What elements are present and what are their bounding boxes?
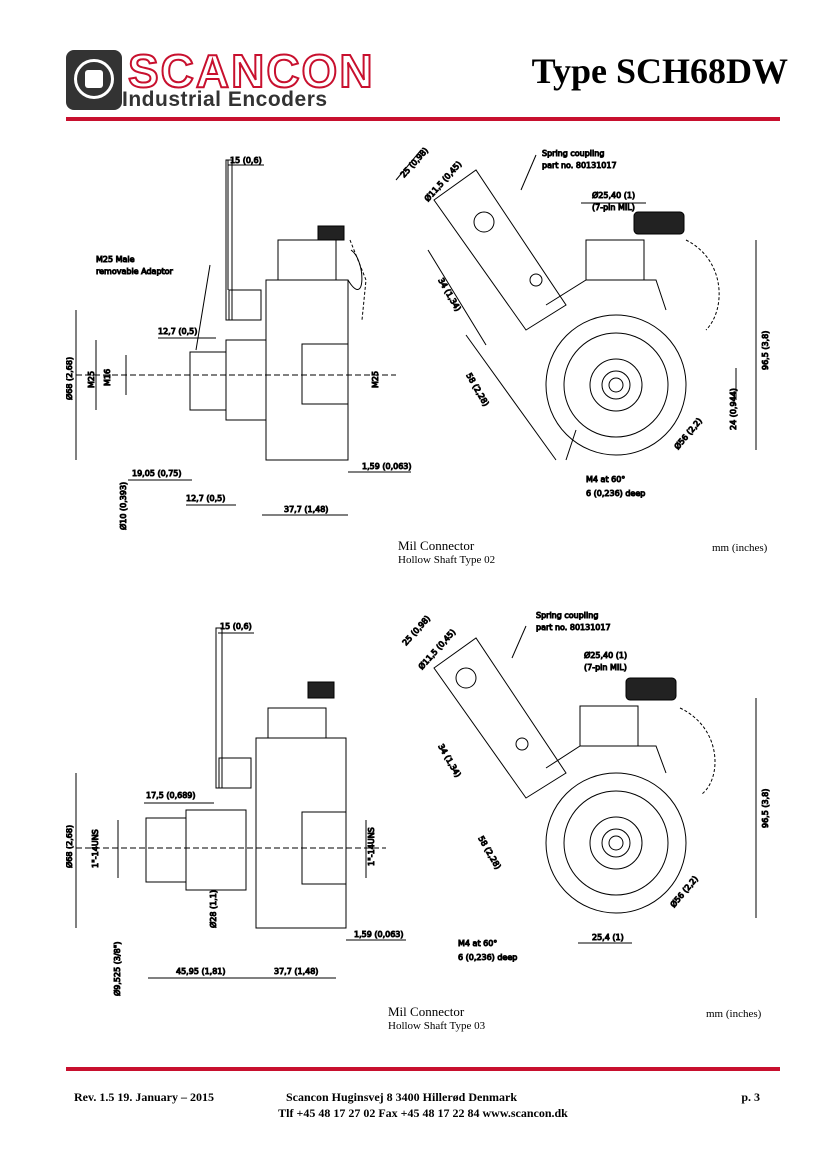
dim-label: 37,7 (1,48) [274, 967, 318, 976]
dim-label: 1"-14UNS [367, 827, 376, 866]
dim-label: part no. 80131017 [536, 623, 611, 632]
dim-label: 19,05 (0,75) [132, 469, 182, 478]
dim-label: Ø28 (1,1) [208, 890, 218, 928]
units-label: mm (inches) [712, 542, 768, 554]
dim-label: 15 (0,6) [220, 622, 252, 631]
dim-label: 1"-14UNS [91, 829, 100, 868]
address-text: Scancon Huginsvej 8 3400 Hillerød Denmar… [286, 1090, 518, 1104]
logo-subtitle: Industrial Encoders [122, 88, 328, 111]
dim-label: Spring coupling [542, 149, 604, 158]
dim-label: M4 at 60° [458, 939, 497, 948]
dim-label: 12,7 (0,5) [158, 327, 197, 336]
revision-text: Rev. 1.5 19. January – 2015 [74, 1090, 215, 1104]
dim-label: Ø9,525 (3/8") [112, 941, 122, 996]
dim-label: Ø56 (2,2) [668, 874, 700, 910]
caption-type-03: Mil Connector Hollow Shaft Type 03 [388, 1004, 486, 1032]
dim-label: 34 (1,34) [436, 743, 462, 779]
dim-label: M25 Male [96, 255, 135, 264]
caption-type-02: Mil Connector Hollow Shaft Type 02 [398, 538, 496, 566]
technical-drawing-type-03: 15 (0,6) 17,5 (0,689) Ø68 (2,68) 1"-14UN… [64, 598, 780, 1038]
scancon-logo: SCANCON Industrial Encoders [66, 44, 412, 112]
dim-label: 6 (0,236) deep [458, 953, 517, 962]
dim-label: Ø68 (2,68) [66, 825, 74, 868]
dim-label: Ø11,5 (0,45) [416, 627, 457, 671]
dim-label: 24 (0,944) [729, 388, 738, 430]
dim-label: Ø68 (2,68) [66, 357, 74, 400]
dim-label: 37,7 (1,48) [284, 505, 328, 514]
dim-label: 1,59 (0,063) [362, 462, 412, 471]
units-label: mm (inches) [706, 1008, 762, 1020]
dim-label: 25,4 (1) [592, 933, 624, 942]
dim-label: 17,5 (0,689) [146, 791, 196, 800]
dim-label: 12,7 (0,5) [186, 494, 225, 503]
dim-label: 25 (0,98) [399, 146, 430, 179]
dim-label: M25 [371, 371, 380, 388]
logo-wordmark: SCANCON [127, 44, 375, 98]
dim-label: M25 [87, 371, 96, 388]
page-number: p. 3 [741, 1090, 760, 1104]
dim-label: (7-pin MIL) [584, 663, 627, 672]
dim-label: 25 (0,98) [401, 614, 432, 647]
dim-label: 1,59 (0,063) [354, 930, 404, 939]
dim-label: 34 (1,34) [436, 277, 462, 313]
dim-label: 96,5 (3,8) [761, 789, 770, 828]
dim-label: M4 at 60° [586, 475, 625, 484]
technical-drawing-type-02: 15 (0,6) M25 Male removable Adaptor 12,7… [64, 130, 780, 570]
dim-label: Ø25,40 (1) [592, 190, 635, 200]
footer-divider [66, 1067, 780, 1071]
dim-label: Ø11,5 (0,45) [422, 159, 463, 203]
dim-label: 96,5 (3,8) [761, 331, 770, 370]
dim-label: Spring coupling [536, 611, 598, 620]
header-divider [66, 117, 780, 121]
dim-label: 45,95 (1,81) [176, 967, 226, 976]
dim-label: Ø56 (2,2) [672, 416, 704, 452]
dim-label: 6 (0,236) deep [586, 489, 645, 498]
dim-label: 58 (2,28) [476, 835, 502, 871]
contact-text: Tlf +45 48 17 27 02 Fax +45 48 17 22 84 … [278, 1106, 568, 1120]
logo-emblem-icon [66, 50, 122, 110]
dim-label: 58 (2,28) [464, 372, 490, 408]
document-title: Type SCH68DW [531, 51, 788, 91]
dim-label: Ø10 (0,393) [118, 482, 128, 530]
dim-label: 15 (0,6) [230, 156, 262, 165]
dim-label: (7-pin MIL) [592, 203, 635, 212]
dim-label: M16 [103, 369, 112, 386]
dim-label: Ø25,40 (1) [584, 650, 627, 660]
dim-label: removable Adaptor [96, 267, 174, 276]
dim-label: part no. 80131017 [542, 161, 617, 170]
